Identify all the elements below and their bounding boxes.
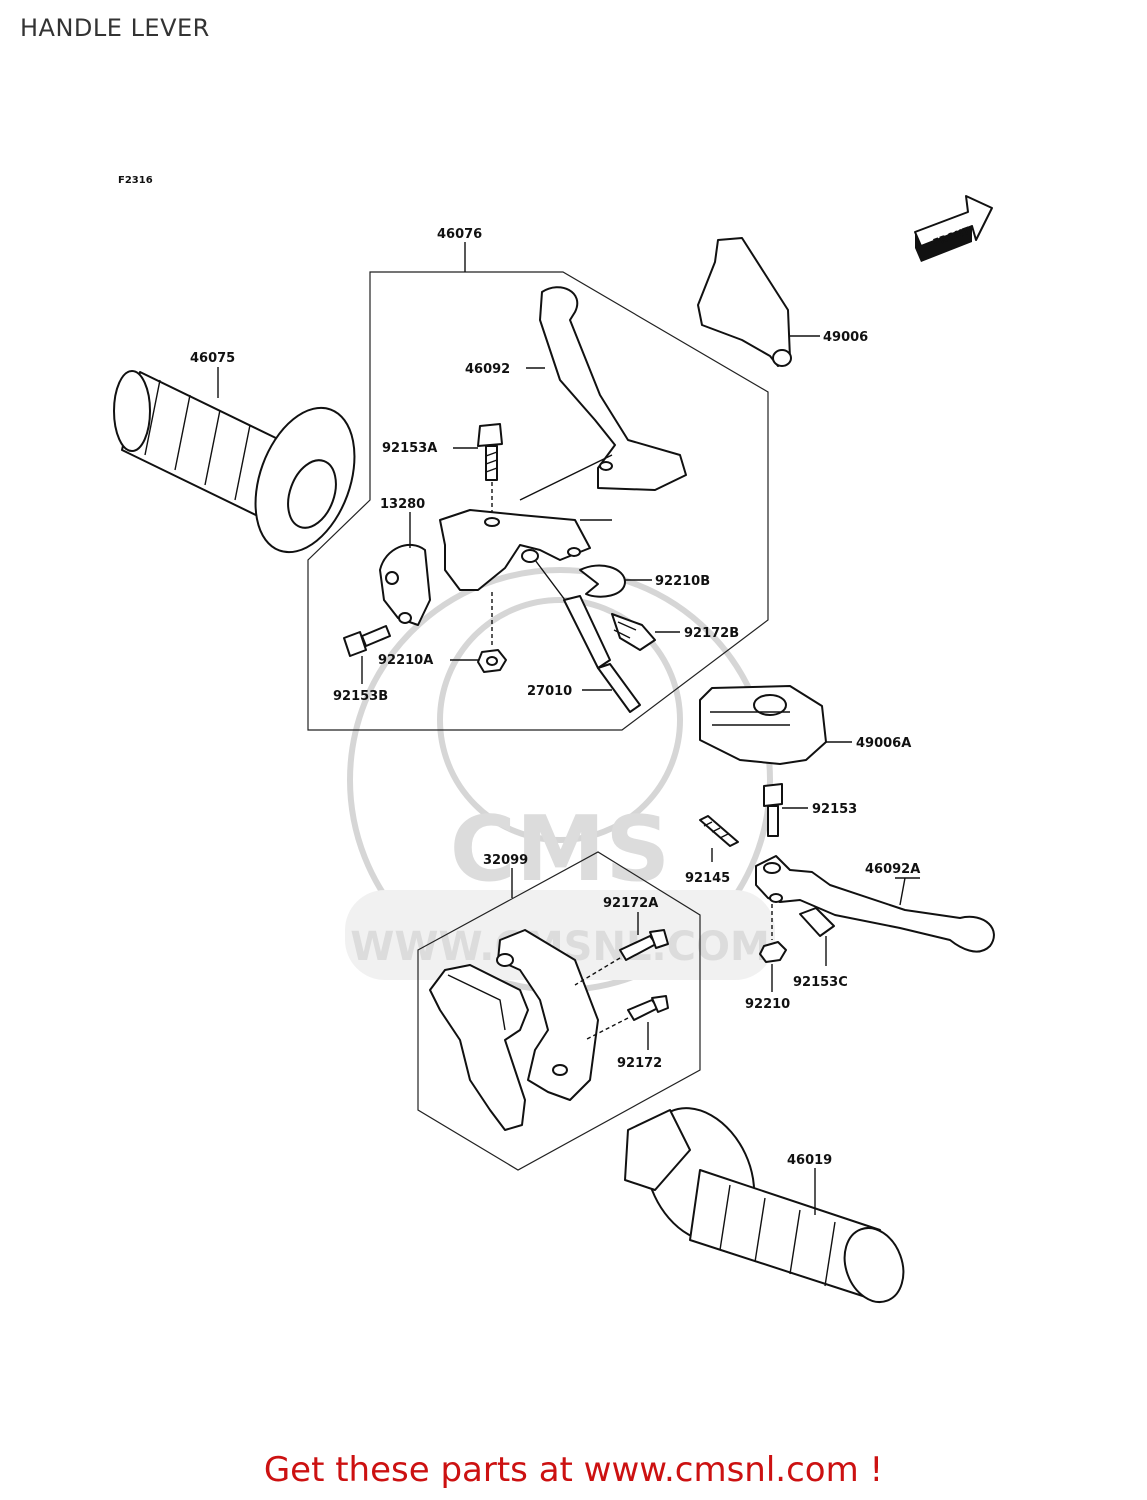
label-92210A: 92210A (378, 653, 433, 668)
cable-27010: 27010 (527, 559, 641, 713)
washer-92210B: 92210B (579, 564, 710, 598)
label-92153A: 92153A (382, 441, 437, 456)
label-46019: 46019 (787, 1153, 832, 1168)
screw-92172A: 92172A (574, 896, 669, 986)
label-92145: 92145 (685, 871, 730, 886)
nut-92210: 92210 (745, 904, 790, 1012)
label-46092A: 46092A (865, 862, 920, 877)
label-46075: 46075 (190, 351, 235, 366)
adjuster-92172B: 92172B (611, 613, 739, 651)
promo-link[interactable]: Get these parts at www.cmsnl.com ! (263, 1450, 884, 1490)
label-92210: 92210 (745, 997, 790, 1012)
bolt-92153B: 92153B (333, 625, 391, 704)
bolt-92153: 92153 (763, 783, 857, 837)
label-92172B: 92172B (684, 626, 739, 641)
label-13280: 13280 (380, 497, 425, 512)
label-92172: 92172 (617, 1056, 662, 1071)
page-title: HANDLE LEVER (20, 14, 210, 42)
label-92153C: 92153C (793, 975, 848, 990)
label-92210B: 92210B (655, 574, 710, 589)
spring-92145: 92145 (685, 815, 739, 886)
label-92153: 92153 (812, 802, 857, 817)
cover-49006A: 49006A (699, 685, 911, 765)
assembly-frame-46076 (307, 271, 769, 731)
label-49006: 49006 (823, 330, 868, 345)
label-49006A: 49006A (856, 736, 911, 751)
label-92153B: 92153B (333, 689, 388, 704)
front-arrow-icon: FRONT (914, 195, 993, 262)
lever-46092A: 46092A (755, 855, 995, 953)
label-46076: 46076 (437, 227, 482, 242)
clamp-13280: 13280 (379, 497, 431, 626)
bolt-92153C: 92153C (793, 907, 848, 990)
cover-49006: 49006 (697, 237, 868, 367)
assembly-frame-32099 (417, 851, 701, 1171)
figure-code: F2316 (118, 175, 153, 186)
switch-housing-32099 (429, 929, 599, 1131)
nut-92210A: 92210A (378, 592, 507, 673)
screw-92172: 92172 (584, 995, 669, 1071)
label-32099: 32099 (483, 853, 528, 868)
throttle-grip-46019: 46019 (624, 1107, 905, 1303)
watermark-logo: CMS (450, 797, 670, 902)
left-grip-46075: 46075 (113, 351, 356, 554)
label-46092: 46092 (465, 362, 510, 377)
lever-46092: 46092 (465, 286, 687, 491)
label-27010: 27010 (527, 684, 572, 699)
lever-bracket (439, 454, 613, 591)
label-92172A: 92172A (603, 896, 658, 911)
